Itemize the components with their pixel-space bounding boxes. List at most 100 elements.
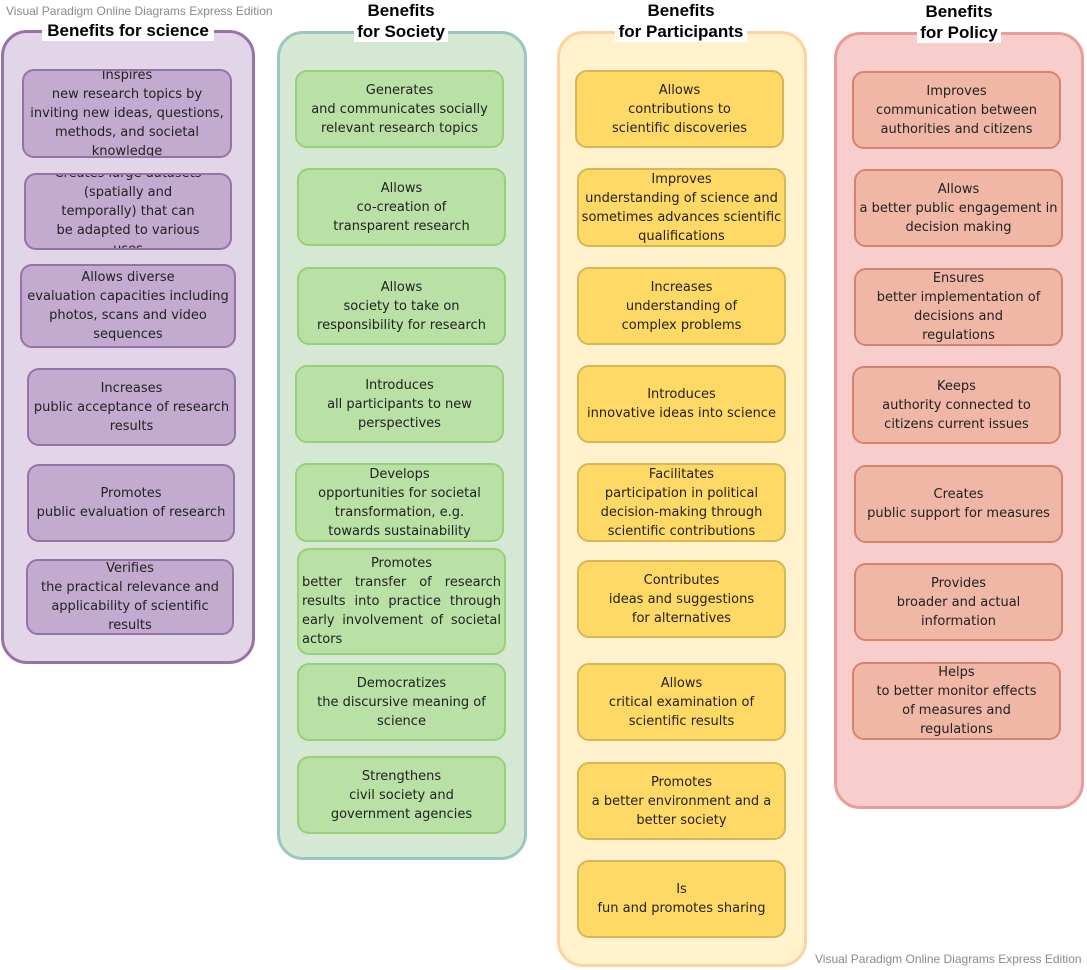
card-text: public evaluation of research	[36, 505, 226, 520]
card-keyword: Promotes	[650, 774, 713, 790]
card-text: ideas and suggestions for alternatives	[608, 591, 755, 626]
card-policy-keeps: Keeps authority connected to citizens cu…	[852, 366, 1061, 444]
card-keyword: Promotes	[370, 556, 433, 571]
card-keyword: Allows	[380, 180, 423, 196]
card-science-datasets: Creates large datasets (spatially and te…	[24, 173, 232, 250]
watermark-bottom: Visual Paradigm Online Diagrams Express …	[815, 952, 1082, 966]
title-policy-line2: for Policy	[920, 23, 998, 42]
title-participants-line1: Benefits	[647, 1, 715, 20]
card-keyword: Strengthens	[361, 768, 442, 784]
card-text: authority connected to citizens current …	[882, 397, 1031, 432]
card-keyword: Allows diverse	[81, 270, 175, 285]
card-participants-innovative: Introduces innovative ideas into science	[577, 365, 786, 443]
card-text: the practical relevance and applicabilit…	[40, 580, 220, 633]
card-keyword: Promotes	[100, 486, 162, 501]
card-society-perspectives: Introduces all participants to new persp…	[295, 365, 504, 443]
card-keyword: Helps	[938, 665, 975, 680]
card-policy-support: Creates public support for measures	[854, 465, 1063, 543]
card-society-cocreation: Allows co-creation of transparent resear…	[297, 168, 506, 246]
card-text: co-creation of transparent research	[333, 199, 470, 234]
card-keyword: Keeps	[937, 378, 976, 394]
card-keyword: Generates	[365, 82, 434, 98]
card-policy-engagement: Allows a better public engagement in dec…	[854, 169, 1063, 247]
card-text: communication between authorities and ci…	[876, 102, 1037, 137]
card-text: critical examination of scientific resul…	[608, 694, 755, 729]
card-text: innovative ideas into science	[587, 406, 776, 421]
card-keyword: Allows	[660, 675, 703, 691]
watermark-top: Visual Paradigm Online Diagrams Express …	[6, 4, 273, 18]
card-text: to better monitor effects of measures an…	[876, 684, 1037, 737]
card-text: all participants to new perspectives	[327, 396, 472, 431]
card-participants-contributions: Allows contributions to scientific disco…	[575, 70, 784, 148]
column-title-policy: Benefits for Policy	[917, 1, 1001, 43]
card-keyword: Provides	[931, 575, 986, 591]
card-society-strengthens: Strengthens civil society and government…	[297, 756, 506, 834]
card-participants-fun: Is fun and promotes sharing	[577, 860, 786, 938]
card-text: society to take on responsibility for re…	[317, 298, 486, 333]
card-society-responsibility: Allows society to take on responsibility…	[297, 267, 506, 345]
card-keyword: Facilitates	[648, 466, 715, 482]
card-text: participation in political decision-maki…	[600, 485, 763, 539]
card-keyword: Increases	[100, 380, 163, 396]
card-text: contributions to scientific discoveries	[611, 101, 748, 136]
card-text: better transfer of research results into…	[302, 575, 501, 647]
card-keyword: Increases	[650, 279, 713, 295]
card-text: broader and actual information	[896, 594, 1021, 629]
column-title-society: Benefits for Society	[354, 0, 448, 42]
card-keyword: Introduces	[647, 387, 716, 402]
card-text: opportunities for societal transformatio…	[318, 485, 481, 539]
card-keyword: Inspires	[101, 69, 153, 83]
card-text: understanding of science and sometimes a…	[581, 190, 782, 244]
card-participants-facilitates: Facilitates participation in political d…	[577, 463, 786, 542]
card-text: and communicates socially relevant resea…	[311, 101, 488, 136]
card-keyword: Allows	[937, 181, 980, 197]
card-society-transfer: Promotes better transfer of research res…	[297, 548, 506, 655]
card-text: a better environment and a better societ…	[591, 793, 772, 828]
card-text: a better public engagement in decision m…	[859, 200, 1058, 235]
card-policy-monitor: Helps to better monitor effects of measu…	[852, 662, 1061, 740]
card-participants-understanding: Improves understanding of science and so…	[577, 168, 786, 247]
card-science-promotes: Promotes public evaluation of research	[27, 464, 235, 542]
card-keyword: Creates	[933, 487, 984, 502]
card-keyword: Creates large datasets	[54, 173, 202, 181]
card-participants-critical: Allows critical examination of scientifi…	[577, 663, 786, 741]
card-policy-communication: Improves communication between authoriti…	[852, 71, 1061, 149]
card-keyword: Allows	[658, 82, 701, 98]
card-participants-complex: Increases understanding of complex probl…	[577, 267, 786, 345]
card-keyword: Ensures	[932, 271, 985, 286]
card-text: new research topics by inviting new idea…	[30, 87, 224, 158]
card-keyword: Allows	[380, 279, 423, 295]
card-policy-information: Provides broader and actual information	[854, 563, 1063, 641]
title-policy-line1: Benefits	[925, 2, 993, 21]
card-science-acceptance: Increases public acceptance of research …	[27, 368, 236, 446]
card-text: fun and promotes sharing	[597, 901, 766, 916]
card-text: civil society and government agencies	[330, 787, 473, 822]
title-science: Benefits for science	[47, 21, 209, 40]
card-text: public support for measures	[867, 506, 1050, 521]
card-text: better implementation of decisions and r…	[876, 290, 1041, 343]
card-text: public acceptance of research results	[33, 399, 230, 434]
card-keyword: Contributes	[643, 572, 720, 588]
card-society-generates: Generates and communicates socially rele…	[295, 70, 504, 148]
card-keyword: Improves	[651, 171, 712, 187]
column-title-science: Benefits for science	[42, 20, 214, 41]
card-keyword: Verifies	[106, 561, 154, 576]
card-society-develops: Develops opportunities for societal tran…	[295, 463, 504, 542]
card-text: the discursive meaning of science	[317, 694, 486, 729]
card-keyword: Introduces	[365, 377, 434, 393]
title-society-line1: Benefits	[367, 1, 435, 20]
title-participants-line2: for Participants	[618, 22, 744, 41]
title-society-line2: for Society	[357, 22, 445, 41]
card-keyword: Develops	[369, 466, 430, 482]
card-participants-contributes: Contributes ideas and suggestions for al…	[577, 560, 786, 638]
card-keyword: Is	[676, 882, 687, 897]
card-policy-implementation: Ensures better implementation of decisio…	[854, 268, 1063, 346]
card-science-inspires: Inspires new research topics by inviting…	[22, 69, 232, 158]
card-participants-environment: Promotes a better environment and a bett…	[577, 762, 786, 840]
column-title-participants: Benefits for Participants	[615, 0, 747, 42]
card-text: evaluation capacities including photos, …	[27, 289, 229, 342]
card-text: (spatially and temporally) that can be a…	[56, 185, 200, 250]
card-science-evaluation: Allows diverse evaluation capacities inc…	[20, 264, 236, 348]
card-keyword: Democratizes	[356, 675, 447, 691]
card-society-democratizes: Democratizes the discursive meaning of s…	[297, 663, 506, 741]
